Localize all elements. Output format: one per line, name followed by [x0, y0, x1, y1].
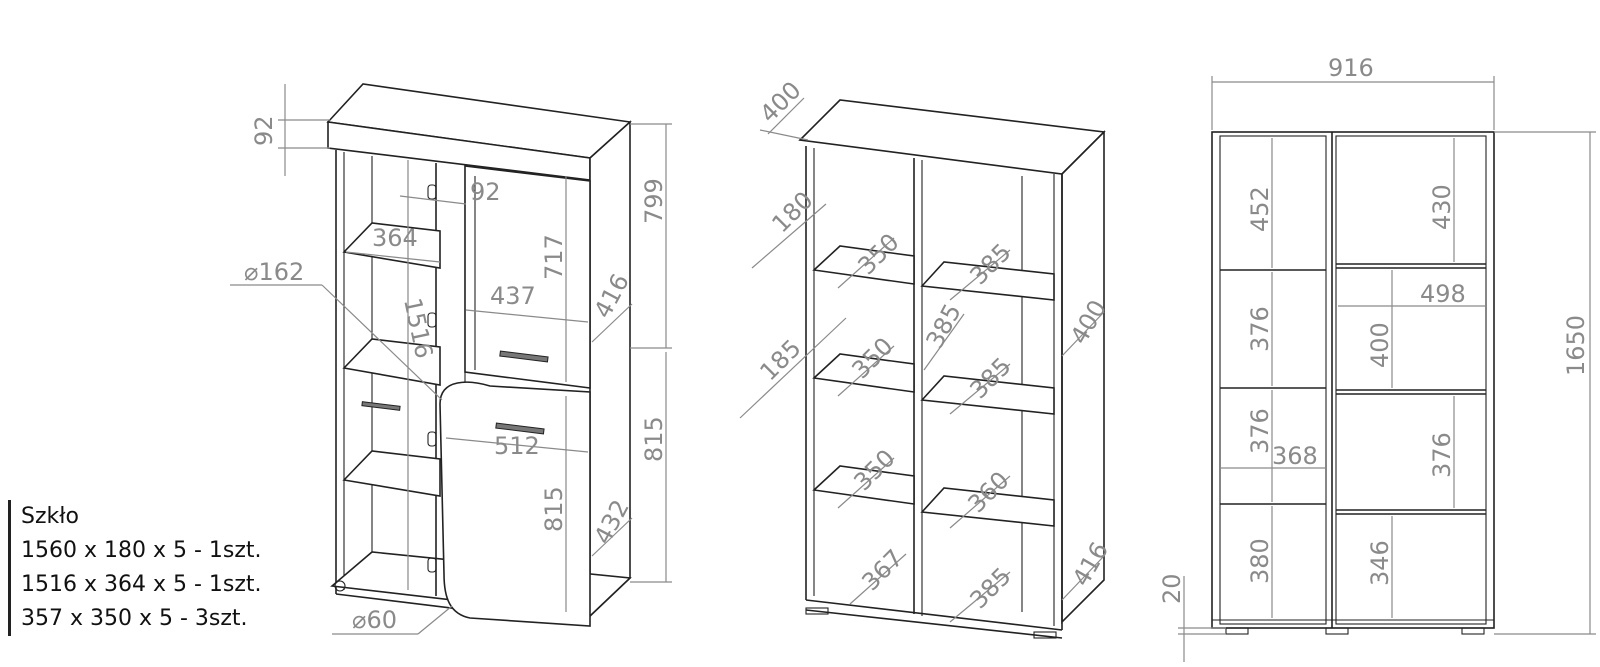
legend-line-3: 357 x 350 x 5 - 3szt.	[21, 606, 248, 631]
dim-diameter-60: ⌀60	[352, 606, 397, 634]
dim-400: 400	[1366, 322, 1394, 368]
dim-437: 437	[490, 282, 536, 310]
dim-92-horizontal: 92	[470, 178, 501, 206]
dim-815-outer: 815	[640, 416, 668, 462]
dim-380: 380	[1246, 538, 1274, 584]
view-front-elevation: 916 1650 452 376 376 380 368 430 498 400…	[1158, 54, 1596, 662]
dim-385-b: 385	[921, 299, 967, 353]
dim-180: 180	[766, 186, 818, 238]
dim-498: 498	[1420, 280, 1466, 308]
dim-364: 364	[372, 224, 418, 252]
dim-400-top: 400	[754, 76, 806, 128]
dim-346: 346	[1366, 540, 1394, 586]
view-open-cabinet: 400 180 185 350 350 350 385 385 385 400 …	[739, 76, 1114, 639]
dim-385-d: 385	[964, 562, 1016, 614]
dim-diameter-162: ⌀162	[244, 258, 304, 286]
dim-20: 20	[1158, 573, 1186, 604]
dim-376-a: 376	[1246, 306, 1274, 352]
legend-line-2: 1516 x 364 x 5 - 1szt.	[21, 572, 262, 597]
dim-368: 368	[1272, 442, 1318, 470]
dim-799: 799	[640, 178, 668, 224]
view-closed-cabinet: 92 799 815 92 364 ⌀162 1516 717 437 416 …	[230, 83, 672, 635]
glass-legend: Szkło 1560 x 180 x 5 - 1szt. 1516 x 364 …	[8, 500, 262, 636]
dim-1650: 1650	[1562, 315, 1590, 376]
dim-815-inner: 815	[540, 486, 568, 532]
dim-452: 452	[1246, 186, 1274, 232]
dim-916: 916	[1328, 54, 1374, 82]
dim-430: 430	[1428, 184, 1456, 230]
dim-376-b: 376	[1246, 408, 1274, 454]
legend-title: Szkło	[21, 504, 79, 529]
dim-717: 717	[540, 234, 568, 280]
legend-line-1: 1560 x 180 x 5 - 1szt.	[21, 538, 262, 563]
dim-92-vertical: 92	[250, 115, 278, 146]
dim-367: 367	[856, 544, 908, 596]
dim-376-c: 376	[1428, 432, 1456, 478]
dim-512: 512	[494, 432, 540, 460]
dim-185: 185	[754, 334, 806, 386]
